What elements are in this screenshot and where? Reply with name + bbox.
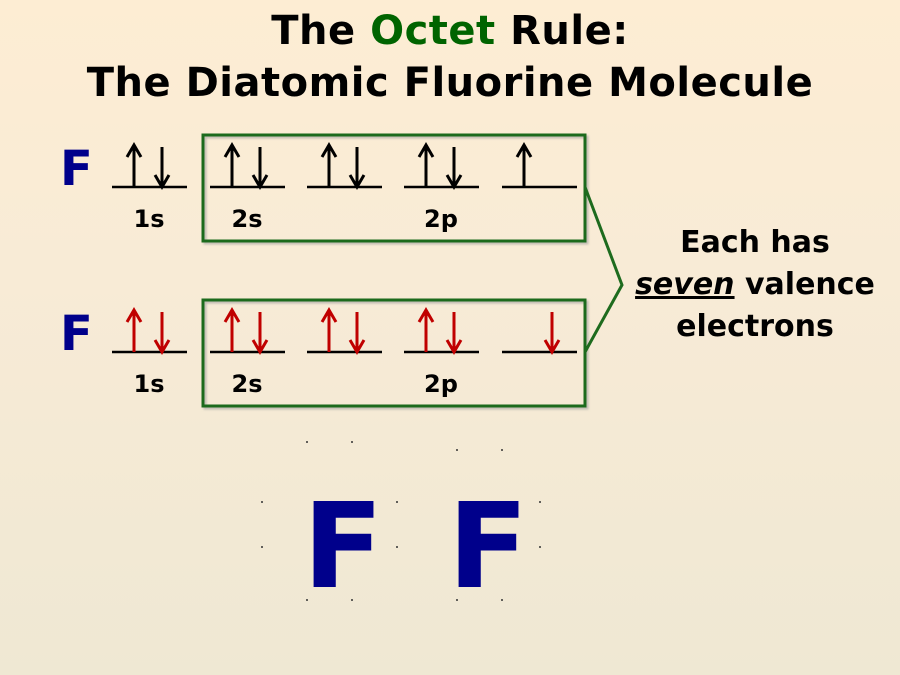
element-symbol: F xyxy=(60,141,93,197)
spin-down-arrow-icon xyxy=(445,312,463,355)
valence-electron-dot xyxy=(539,501,541,503)
orbital: 2p xyxy=(404,307,479,398)
valence-electron-dot xyxy=(501,599,503,601)
spin-up-arrow-icon xyxy=(417,142,435,187)
orbital-label: 2p xyxy=(424,205,458,233)
spin-down-arrow-icon xyxy=(445,147,463,190)
spin-up-arrow-icon xyxy=(125,307,143,352)
valence-electron-dot xyxy=(351,599,353,601)
title-line-2: The Diatomic Fluorine Molecule xyxy=(86,60,814,106)
spin-down-arrow-icon xyxy=(348,147,366,190)
spin-down-arrow-icon xyxy=(348,312,366,355)
bracket-connector xyxy=(583,186,624,353)
note-line-2: seven valence xyxy=(630,264,880,306)
spin-up-arrow-icon xyxy=(320,307,338,352)
title-accent-octet: Octet xyxy=(370,8,496,54)
orbital: 2s xyxy=(210,307,285,398)
orbital xyxy=(307,142,382,190)
lewis-fluorine-right: F xyxy=(448,477,529,615)
orbital: 2p xyxy=(404,142,479,233)
valence-electron-dot xyxy=(396,501,398,503)
note-line-2-rest: valence xyxy=(734,267,875,302)
title-line-1: The Octet Rule: xyxy=(0,8,900,54)
atom-row-2: F 1s 2s 2p xyxy=(60,306,577,398)
note-line-1: Each has xyxy=(680,225,830,260)
valence-electron-dot xyxy=(306,599,308,601)
orbital-label: 1s xyxy=(134,205,165,233)
spin-down-arrow-icon xyxy=(153,312,171,355)
title-suffix: Rule: xyxy=(510,8,629,54)
orbital-label: 1s xyxy=(134,370,165,398)
valence-box-atom-2 xyxy=(201,298,587,408)
spin-down-arrow-icon xyxy=(543,312,561,355)
valence-electron-dot xyxy=(539,546,541,548)
orbital-label: 2s xyxy=(232,370,263,398)
title-prefix: The xyxy=(271,8,356,54)
orbital: 1s xyxy=(112,142,187,233)
valence-note: Each has seven valence electrons xyxy=(630,222,880,348)
note-emphasis-seven: seven xyxy=(635,267,735,302)
spin-down-arrow-icon xyxy=(251,147,269,190)
spin-down-arrow-icon xyxy=(153,147,171,190)
spin-up-arrow-icon xyxy=(515,142,533,187)
spin-down-arrow-icon xyxy=(251,312,269,355)
valence-electron-dot xyxy=(261,546,263,548)
orbital xyxy=(502,312,577,355)
spin-up-arrow-icon xyxy=(320,142,338,187)
orbital xyxy=(307,307,382,355)
spin-up-arrow-icon xyxy=(223,142,241,187)
atom-row-1: F 1s 2s 2p xyxy=(60,141,577,233)
spin-up-arrow-icon xyxy=(417,307,435,352)
valence-electron-dot xyxy=(501,449,503,451)
valence-electron-dot xyxy=(396,546,398,548)
valence-electron-dot xyxy=(456,449,458,451)
spin-up-arrow-icon xyxy=(223,307,241,352)
orbital: 1s xyxy=(112,307,187,398)
spin-up-arrow-icon xyxy=(125,142,143,187)
orbital-label: 2p xyxy=(424,370,458,398)
valence-electron-dot xyxy=(351,441,353,443)
valence-electron-dot xyxy=(261,501,263,503)
valence-electron-dot xyxy=(456,599,458,601)
orbital xyxy=(502,142,577,189)
element-symbol: F xyxy=(60,306,93,362)
note-line-3: electrons xyxy=(676,309,834,344)
orbital: 2s xyxy=(210,142,285,233)
lewis-fluorine-left: F xyxy=(303,477,384,615)
valence-electron-dot xyxy=(306,441,308,443)
orbital-label: 2s xyxy=(232,205,263,233)
